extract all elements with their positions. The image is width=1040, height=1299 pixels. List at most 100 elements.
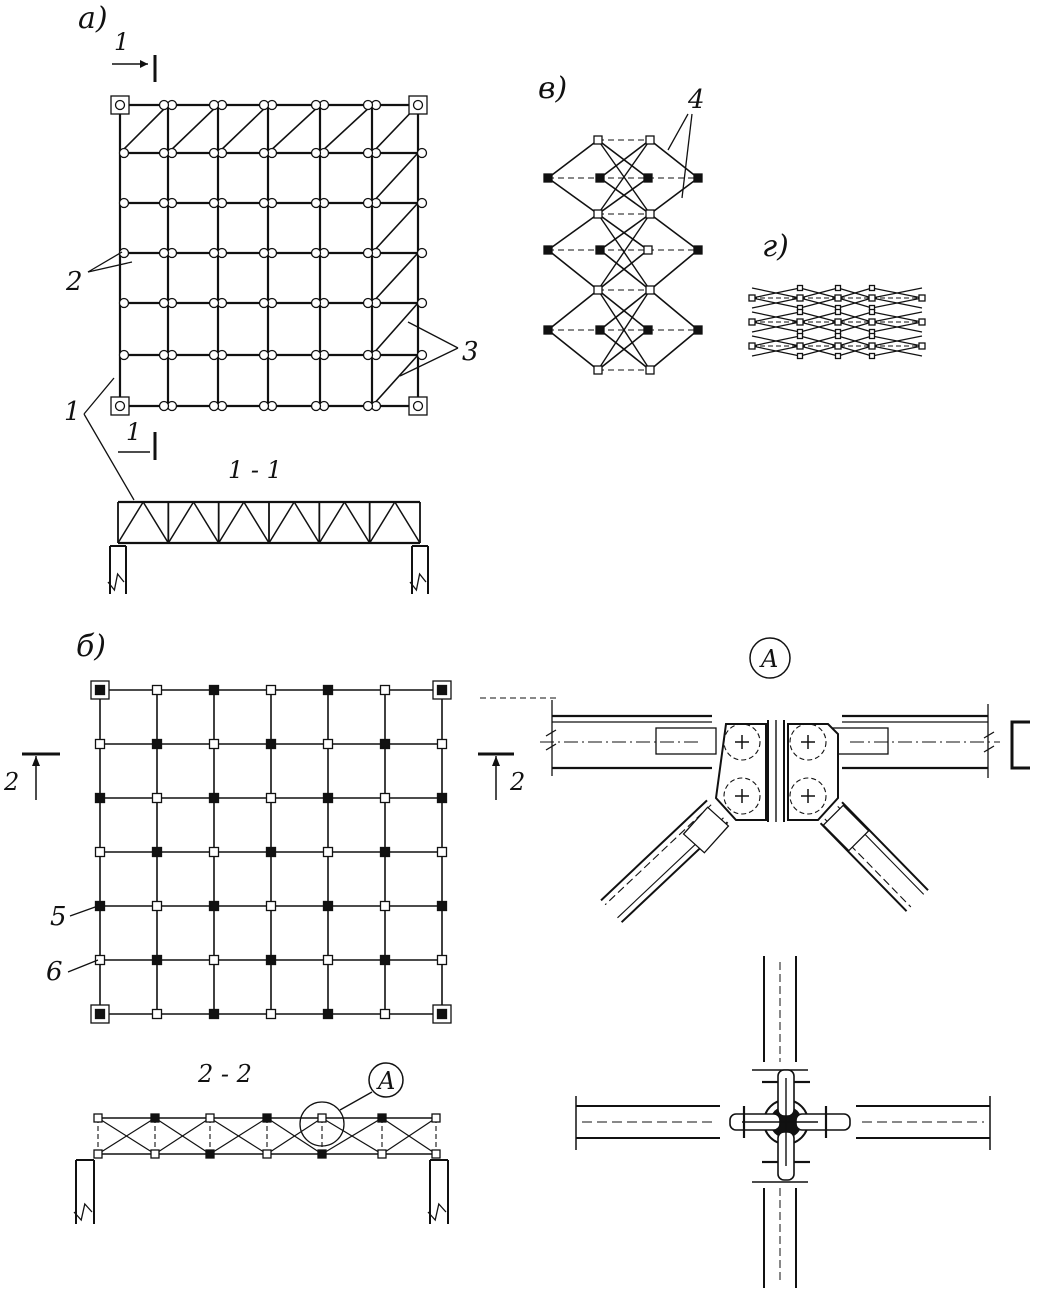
lattice-bar [547, 249, 599, 291]
open-node [834, 332, 842, 340]
truss-diagonal [266, 1117, 323, 1155]
break-mark [545, 700, 557, 776]
filled-node [643, 325, 653, 335]
hinge-node [158, 297, 170, 309]
diagonal-member-edge [600, 799, 708, 902]
lattice-bar [751, 297, 801, 309]
brace-diagonal [167, 104, 219, 154]
lattice-bar [649, 329, 699, 371]
open-node [796, 308, 804, 316]
open-node [796, 332, 804, 340]
lattice-bar [871, 287, 923, 299]
hinge-node [208, 400, 220, 412]
lattice-bar [799, 297, 839, 309]
hinge-node [258, 349, 270, 361]
lattice-bar [597, 177, 649, 215]
filled-node [543, 245, 553, 255]
lattice-bar [599, 139, 651, 179]
hinge-node [310, 147, 322, 159]
support-node [436, 684, 448, 696]
top-node [205, 1113, 215, 1123]
open-node [645, 209, 655, 219]
lattice-bar [837, 297, 873, 309]
truss-diagonal [343, 501, 371, 544]
lattice-bar [649, 289, 699, 331]
hinge-node [362, 197, 374, 209]
lattice-bar [599, 213, 651, 251]
hinge-node [118, 349, 130, 361]
hinge-node [416, 297, 428, 309]
open-node [94, 846, 106, 858]
open-node [379, 1008, 391, 1020]
hinge-node [208, 197, 220, 209]
detail-a-marker-circle [749, 637, 791, 679]
open-node [868, 342, 876, 350]
lattice-bar [837, 345, 873, 357]
filled-node [379, 954, 391, 966]
callout-5-leader [69, 905, 99, 917]
column-break [409, 572, 427, 592]
truss-diagonal [167, 501, 195, 544]
panel-v: в) 4 [538, 71, 705, 375]
lattice-bar [599, 177, 651, 215]
brace-diagonal [371, 302, 419, 356]
detail-a-joint [540, 700, 1030, 923]
open-node [322, 846, 334, 858]
open-node [208, 846, 220, 858]
filled-node [265, 954, 277, 966]
lattice-bar [799, 311, 839, 323]
filled-node [595, 173, 605, 183]
open-node [265, 900, 277, 912]
section-1-top-label: 1 [114, 28, 129, 56]
lattice-bar [871, 297, 923, 309]
filled-node [94, 900, 106, 912]
break-mark [983, 704, 995, 778]
lattice-bar [751, 335, 801, 347]
lattice-bar [597, 139, 651, 215]
lattice-bar [597, 213, 651, 291]
truss-1-1 [107, 500, 429, 594]
hinge-node [362, 400, 374, 412]
lattice-bar [599, 249, 651, 291]
detail-a-marker-label: A [759, 645, 778, 673]
node-a-marker-circle [368, 1062, 404, 1098]
lattice-bar [547, 213, 599, 251]
open-node [868, 284, 876, 292]
truss-diagonal [369, 501, 396, 544]
section-2-2-label: 2 - 2 [197, 1060, 252, 1088]
brace-diagonal [217, 104, 269, 154]
open-node [265, 792, 277, 804]
truss-diagonal [394, 501, 421, 544]
filled-node [543, 173, 553, 183]
hinge-node [362, 297, 374, 309]
filled-node [151, 954, 163, 966]
open-node [918, 318, 926, 326]
filled-node [151, 738, 163, 750]
section-2-left-label: 2 [3, 768, 19, 796]
open-node [436, 846, 448, 858]
open-node [868, 352, 876, 360]
callout-1-leader [83, 377, 135, 501]
support-hinge [412, 99, 424, 111]
node-a-callout-circle [299, 1101, 345, 1147]
panel-b-label: б) [76, 629, 106, 664]
filled-node [94, 792, 106, 804]
open-node [94, 738, 106, 750]
filled-node [379, 738, 391, 750]
truss-diagonal [117, 501, 144, 544]
support-node [436, 1008, 448, 1020]
lattice-bar [597, 213, 649, 251]
open-node [379, 684, 391, 696]
truss-diagonal [243, 501, 270, 544]
diagonal-splice-plate [682, 806, 730, 854]
section-2-left-arrowhead [32, 756, 40, 766]
callout-2-leader-b [87, 261, 133, 273]
support-hinge [114, 99, 126, 111]
callout-2-leader-a [87, 251, 123, 273]
lattice-bar [751, 321, 801, 333]
open-node [796, 294, 804, 302]
callout-4-leader-b [681, 113, 693, 199]
brace-diagonal [371, 202, 419, 254]
bolt-washer [723, 777, 761, 815]
